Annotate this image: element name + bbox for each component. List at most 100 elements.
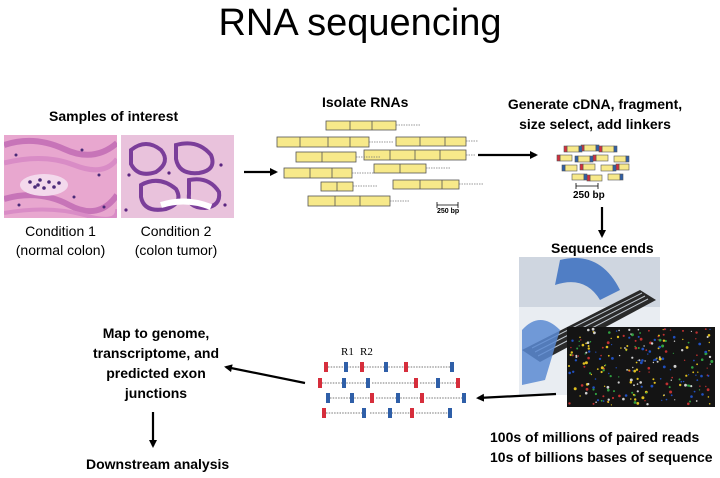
cluster-dot [618, 376, 620, 378]
cluster-dot [587, 345, 590, 347]
cluster-dot [634, 346, 638, 350]
cluster-dot [706, 367, 708, 369]
cluster-dot [680, 380, 683, 383]
cluster-dot [670, 379, 672, 381]
cluster-dot [606, 385, 610, 389]
cluster-dot [578, 340, 580, 342]
cluster-dot [611, 357, 614, 360]
cluster-dot [673, 340, 676, 342]
read-stats-line1: 100s of millions of paired reads [490, 429, 700, 445]
cluster-dot [633, 369, 637, 373]
cluster-dot [622, 397, 625, 401]
cluster-dot [610, 404, 613, 406]
cluster-dot [630, 333, 634, 337]
cluster-dot [664, 339, 667, 343]
cluster-dot [580, 384, 584, 387]
cluster-dot [594, 392, 598, 396]
cluster-dot [639, 332, 641, 334]
cluster-dot [600, 399, 603, 402]
cluster-dot [706, 388, 710, 392]
cluster-dot [568, 371, 571, 375]
map-line4: junctions [124, 385, 188, 401]
cluster-dot [652, 378, 655, 381]
cluster-dot [672, 335, 676, 339]
cluster-dot [671, 376, 673, 379]
cluster-dot [653, 359, 655, 362]
cluster-dot [611, 344, 613, 346]
cluster-dot [584, 391, 588, 395]
cluster-dot [618, 354, 621, 357]
cluster-dot [632, 366, 634, 369]
cluster-dot [687, 402, 690, 406]
cluster-dot [596, 368, 599, 370]
cluster-dot [615, 330, 618, 332]
cluster-dot [657, 335, 659, 338]
cluster-dot [575, 354, 578, 357]
cluster-dot [687, 341, 690, 344]
condition-1-line1: Condition 1 [25, 223, 96, 239]
cluster-dot [576, 347, 579, 350]
cluster-dot [600, 370, 603, 374]
cluster-dot [629, 378, 633, 382]
cluster-dot [704, 328, 707, 330]
cluster-dot [637, 347, 640, 349]
cluster-dot [600, 366, 604, 370]
cluster-dot [590, 373, 593, 376]
cluster-dot [700, 374, 703, 378]
cluster-dot [661, 344, 665, 348]
cluster-dot [668, 386, 671, 389]
isolate-scale-label: 250 bp [437, 208, 460, 215]
map-line2: transcriptome, and [92, 345, 220, 361]
cluster-dot [604, 365, 606, 367]
cluster-dot [605, 345, 609, 349]
condition-1-label: Condition 1 (normal colon) [4, 222, 117, 260]
paired-reads [318, 362, 466, 418]
cluster-dot [695, 374, 697, 376]
cluster-dot [620, 347, 622, 349]
cluster-dot [634, 339, 637, 342]
cluster-dot [665, 398, 668, 401]
cluster-dot [688, 384, 691, 387]
cluster-dot [592, 402, 595, 405]
cluster-dot [709, 328, 711, 331]
cluster-dot [632, 370, 634, 372]
isolate-rnas-label: Isolate RNAs [322, 94, 409, 110]
cluster-dot [607, 401, 610, 403]
read-r1-label: R1 [341, 346, 354, 358]
cluster-dot [580, 339, 582, 341]
cluster-dot [638, 370, 641, 373]
cluster-dot [695, 338, 697, 340]
cluster-dot [570, 346, 572, 349]
cluster-dot [658, 345, 661, 349]
cluster-dot [641, 359, 644, 362]
cluster-dot [708, 341, 710, 344]
cluster-dot [626, 345, 629, 347]
cluster-dot [578, 345, 580, 347]
cluster-dot [707, 374, 710, 377]
cluster-dot [695, 400, 698, 402]
cluster-dot [672, 352, 675, 354]
cluster-dot [654, 358, 658, 361]
cluster-dot [643, 345, 645, 347]
cluster-dot [610, 337, 612, 340]
page-title: RNA sequencing [218, 2, 502, 44]
cluster-dot [673, 364, 677, 368]
cluster-dot [592, 331, 594, 333]
cluster-dot [657, 339, 659, 341]
cluster-dot [696, 354, 698, 357]
cluster-dot [700, 358, 704, 362]
cluster-dot [574, 359, 578, 362]
cluster-dot [708, 350, 710, 352]
cluster-dot [709, 363, 711, 365]
map-to-genome-label: Map to genome, transcriptome, and predic… [80, 323, 232, 403]
cluster-dot [592, 386, 595, 389]
cluster-dot [656, 357, 658, 359]
cluster-dot [692, 371, 695, 374]
cluster-dot [579, 336, 581, 339]
cluster-dot [569, 353, 572, 357]
downstream-analysis-label: Downstream analysis [86, 456, 230, 472]
sequence-ends-label: Sequence ends [551, 240, 654, 256]
cluster-dot [587, 356, 590, 360]
cluster-dot [573, 387, 577, 391]
